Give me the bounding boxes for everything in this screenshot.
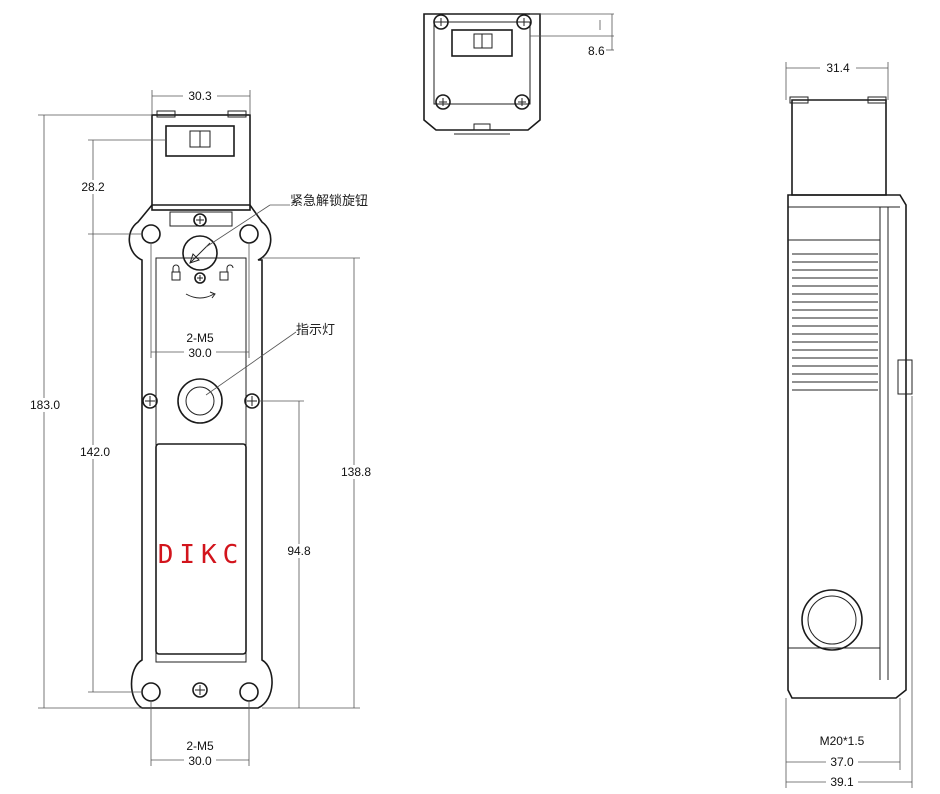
brand-logo: DIKC [158,540,245,570]
front-head [151,114,251,211]
actuator-slot [165,125,235,157]
screw-side-left [142,393,158,409]
dim-lower-thread: 2-M5 [186,739,214,753]
side-indicator [897,359,913,395]
unlock-icon [219,264,234,281]
dim-side-top-width: 31.4 [826,61,850,75]
mount-hole-top-right [239,224,259,244]
side-head [791,99,887,196]
lock-icon [171,264,181,281]
top-view-body [423,13,541,131]
mount-hole-bottom-left [141,682,161,702]
indicator-light [177,378,223,424]
dim-upper-spacing: 30.0 [188,346,212,360]
dim-top-offset: 8.6 [588,44,605,58]
front-body [128,204,273,709]
cooling-fins [792,253,878,391]
cable-gland [801,589,863,651]
dim-overall-width: 39.1 [830,775,854,789]
release-knob [182,235,218,271]
screw-bottom [192,682,208,698]
side-body [787,194,907,699]
rotate-arrow-icon [185,293,215,299]
screw-top [193,213,207,227]
label-window [155,443,247,655]
top-view: 8.6 [423,13,614,135]
dim-upper-thread: 2-M5 [186,331,214,345]
dim-lower-spacing: 30.0 [188,754,212,768]
top-view-slot [451,29,513,57]
dim-front-top-width: 30.3 [188,89,212,103]
dim-lamp-to-bottom: 138.8 [341,465,371,479]
callout-indicator-light: 指示灯 [296,323,335,338]
dim-cable-thread: M20*1.5 [820,734,865,748]
mount-hole-top-left [141,224,161,244]
screw-knob [194,272,206,284]
dim-hole-pitch: 142.0 [80,445,110,459]
dim-body-width: 37.0 [830,755,854,769]
dim-overall-height: 183.0 [30,398,60,412]
side-view: 31.4 M20*1.5 37.0 39.1 [785,61,913,789]
mount-hole-bottom-right [239,682,259,702]
screw-side-right [244,393,260,409]
dim-head-height: 28.2 [81,180,105,194]
dim-screw-to-bottom: 94.8 [287,544,311,558]
callout-release-knob: 紧急解锁旋钮 [290,193,368,209]
front-view: DIKC 30.3 183.0 28.2 142.0 138.8 [26,89,374,768]
